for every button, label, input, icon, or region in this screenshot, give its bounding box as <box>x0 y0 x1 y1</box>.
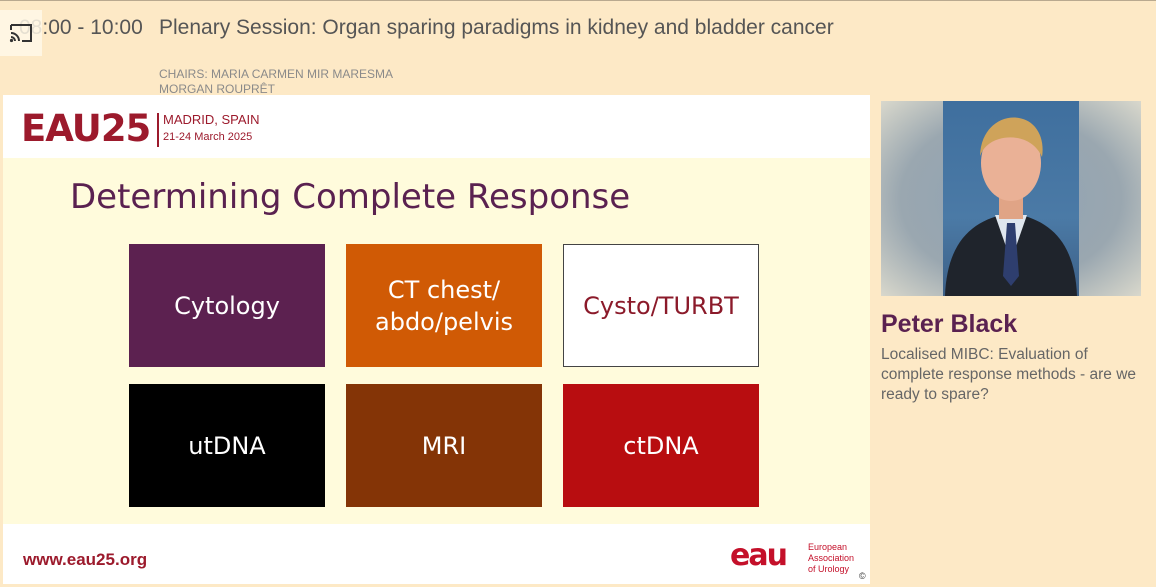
cast-button[interactable] <box>0 10 42 56</box>
assoc-line: Association <box>808 553 855 563</box>
assoc-line: European <box>808 542 848 552</box>
copyright-mark: © <box>859 571 866 581</box>
slide-title: Determining Complete Response <box>70 177 631 217</box>
speaker-name: Peter Black <box>881 310 1018 338</box>
chair-name-2: MORGAN ROUPRÊT <box>159 82 276 96</box>
top-border <box>0 0 1156 1</box>
tile-cysto-turbt: Cysto/TURBT <box>563 244 759 367</box>
tile-label: CT chest/ abdo/pelvis <box>375 275 513 336</box>
eau-logo: eau <box>730 538 788 573</box>
speaker-photo <box>881 101 1141 296</box>
tile-label: utDNA <box>188 431 266 460</box>
presentation-slide: EAU25 MADRID, SPAIN 21-24 March 2025 Det… <box>3 95 870 584</box>
tile-label: Cysto/TURBT <box>583 291 739 320</box>
session-time: 08:00 - 10:00 <box>19 16 143 39</box>
tile-mri: MRI <box>346 384 542 507</box>
logo-divider <box>157 113 159 147</box>
cast-icon <box>9 24 32 43</box>
session-chairs: CHAIRS: MARIA CARMEN MIR MARESMA MORGAN … <box>159 67 393 97</box>
event-dates: 21-24 March 2025 <box>163 131 253 143</box>
tile-label: MRI <box>421 431 467 460</box>
slide-header: EAU25 MADRID, SPAIN 21-24 March 2025 <box>3 95 870 158</box>
tile-label: ctDNA <box>623 431 699 460</box>
assoc-line: of Urology <box>808 564 850 574</box>
event-city: MADRID, SPAIN <box>163 112 260 127</box>
chair-name-1: MARIA CARMEN MIR MARESMA <box>211 67 394 81</box>
eau-association-text: European Association of Urology <box>808 542 854 575</box>
session-title: Plenary Session: Organ sparing paradigms… <box>159 16 834 39</box>
slide-footer: www.eau25.org eau European Association o… <box>3 524 870 584</box>
tile-ctdna: ctDNA <box>563 384 759 507</box>
eau25-logo: EAU25 <box>21 107 151 150</box>
tile-utdna: utDNA <box>129 384 325 507</box>
speaker-portrait <box>945 117 1077 296</box>
photo-backdrop <box>943 101 1079 296</box>
chairs-label: CHAIRS: <box>159 67 208 81</box>
tile-label: Cytology <box>174 291 280 320</box>
talk-title: Localised MIBC: Evaluation of complete r… <box>881 346 1137 403</box>
tile-cytology: Cytology <box>129 244 325 367</box>
event-url: www.eau25.org <box>23 550 148 569</box>
tile-ct-chest: CT chest/ abdo/pelvis <box>346 244 542 367</box>
